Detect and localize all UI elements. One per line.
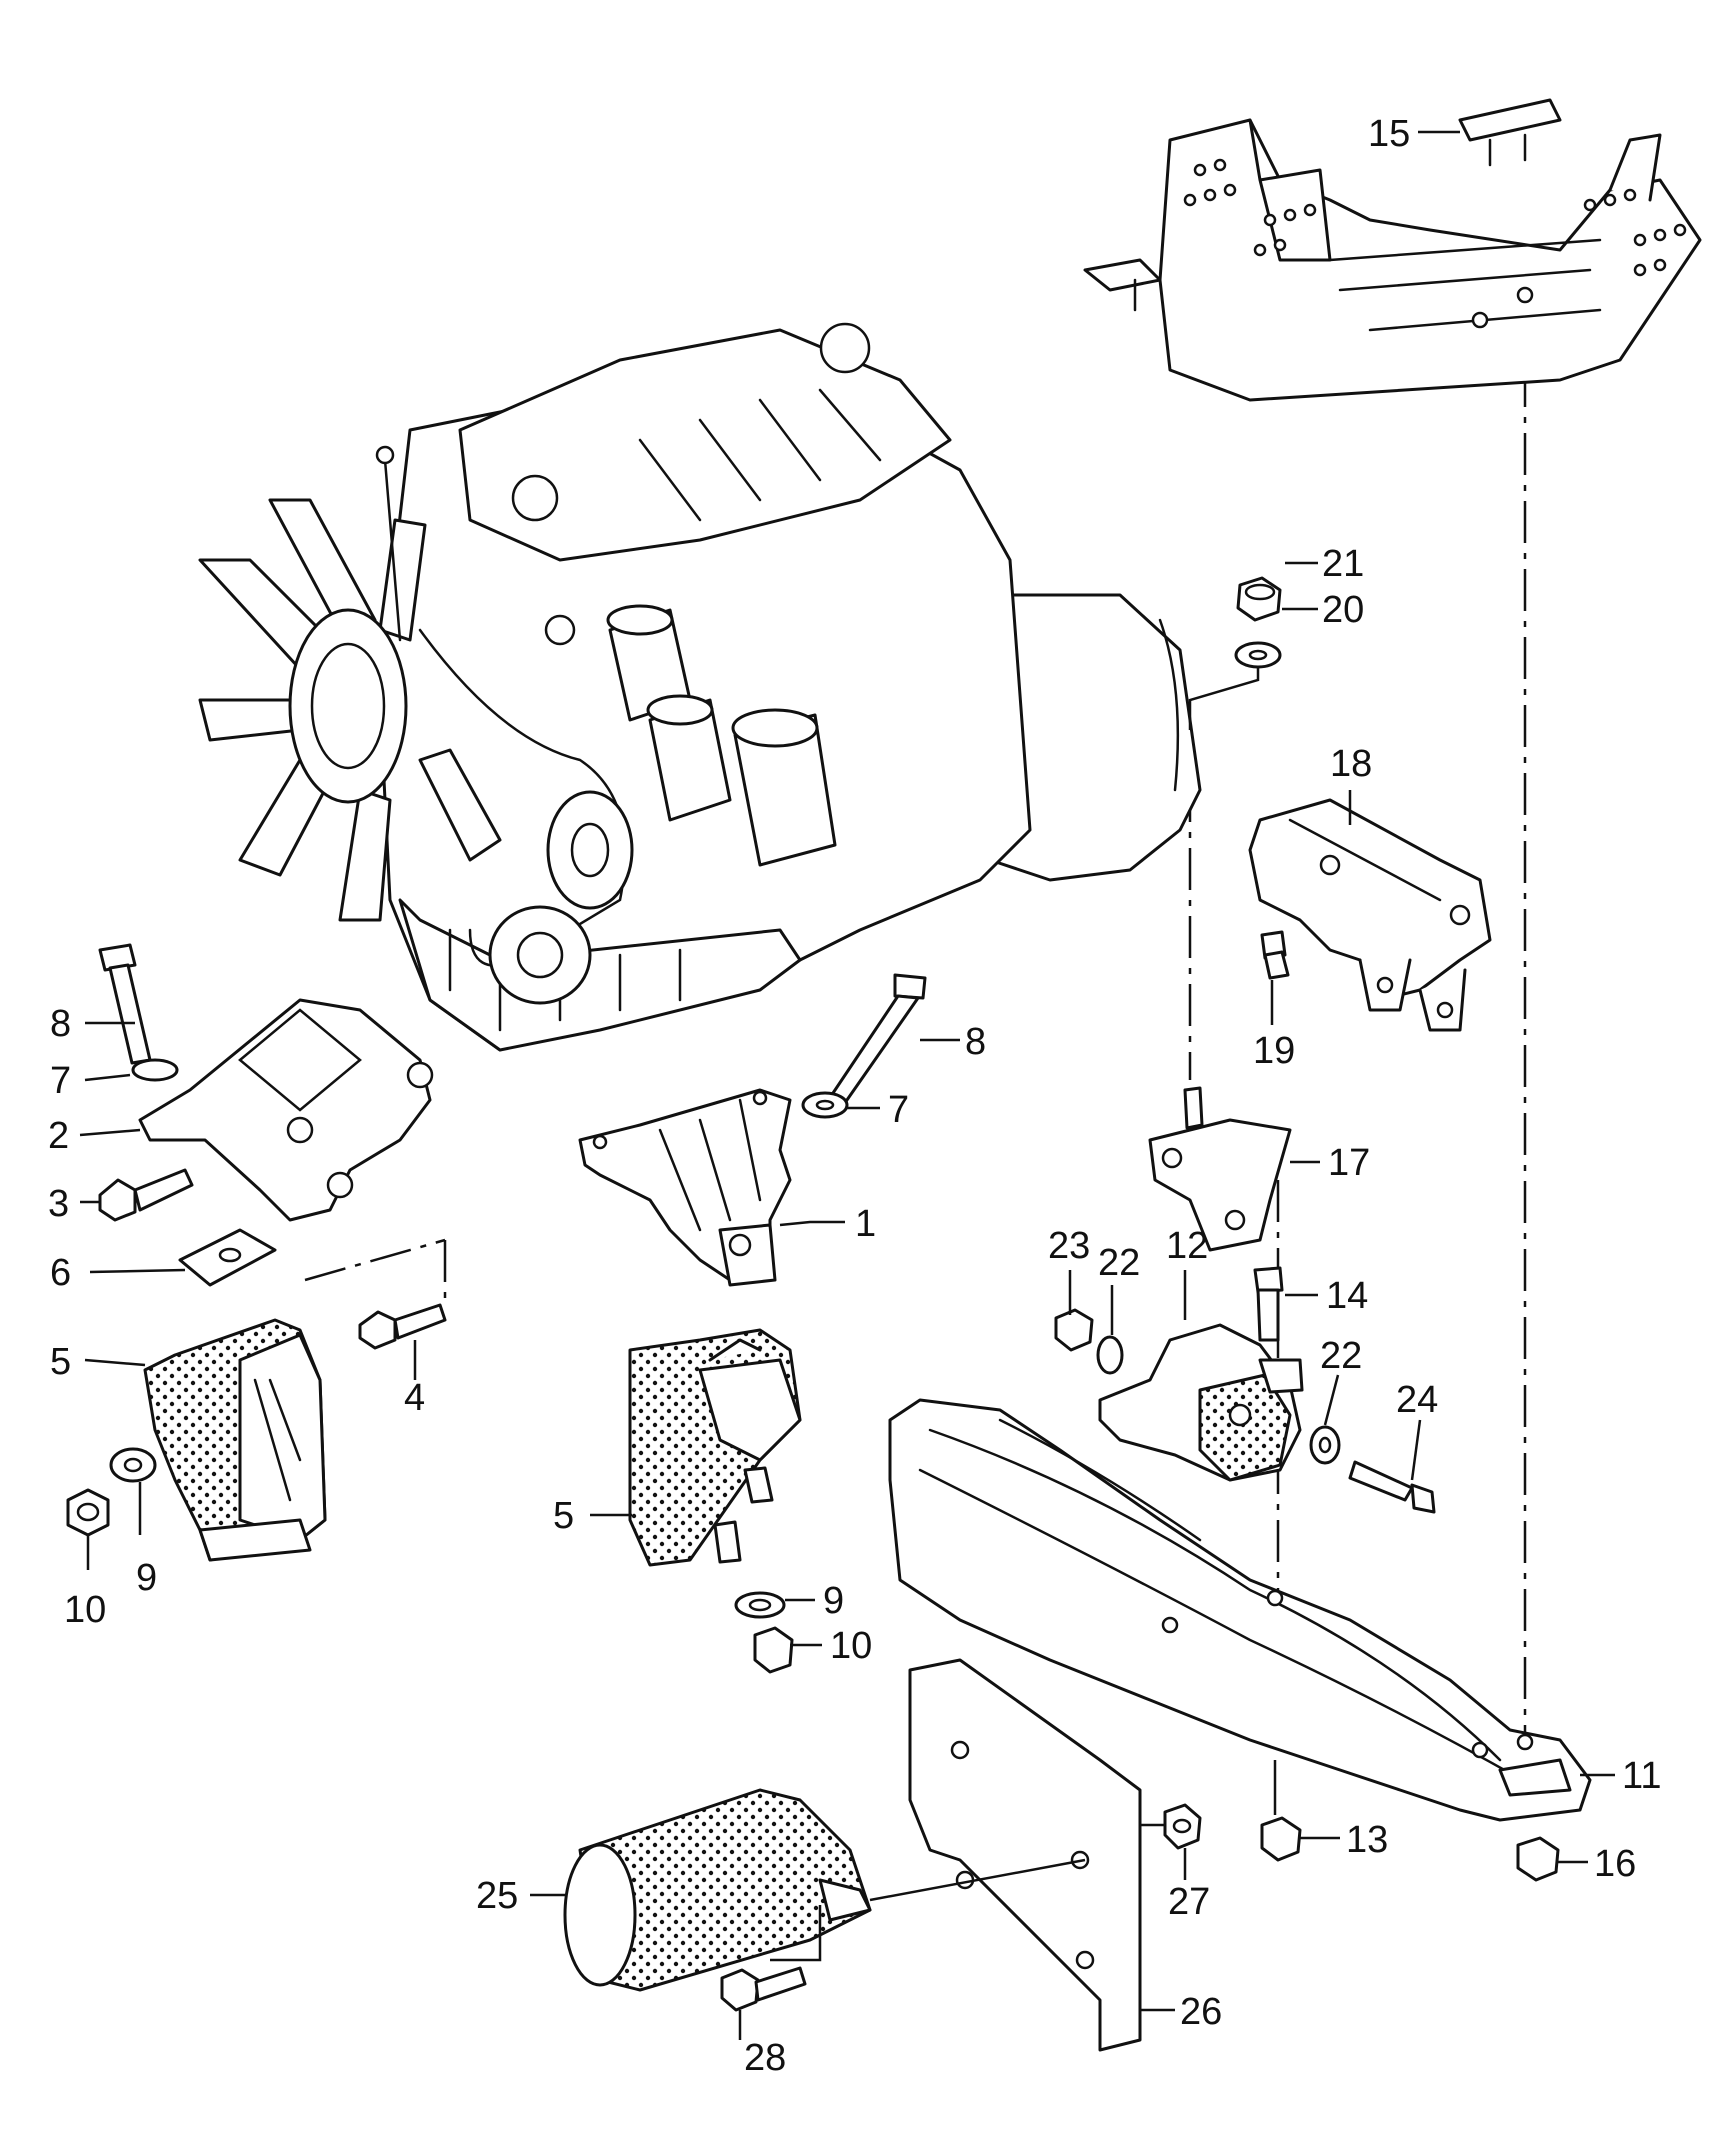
callout-19: 19: [1253, 1030, 1295, 1072]
nut-10-center: [753, 1626, 794, 1674]
mount-5-left: [143, 1318, 327, 1562]
bolt-14: [1253, 1266, 1284, 1342]
bracket-1: [578, 1088, 792, 1287]
callout-27: 27: [1168, 1881, 1210, 1923]
callout-22-right: 22: [1320, 1335, 1362, 1377]
callout-12: 12: [1166, 1225, 1208, 1267]
mount-12: [1098, 1323, 1304, 1482]
callout-15: 15: [1368, 113, 1410, 155]
washer-22-left: [1096, 1335, 1124, 1375]
callout-6: 6: [50, 1252, 71, 1294]
bolt-19: [1260, 930, 1290, 980]
upper-cross-support: [1083, 98, 1702, 402]
callout-25: 25: [476, 1875, 518, 1917]
callout-11: 11: [1622, 1755, 1661, 1797]
callout-14: 14: [1326, 1275, 1368, 1317]
leader-lines: [79, 130, 1615, 2040]
nut-10-left: [66, 1488, 110, 1537]
callout-9-left: 9: [136, 1557, 157, 1599]
callout-8-left: 8: [50, 1003, 71, 1045]
bolt-8-center: [823, 973, 927, 1112]
crossmember-11: [888, 1398, 1592, 1822]
washer-9-left: [109, 1447, 157, 1483]
callout-10-center: 10: [830, 1625, 872, 1667]
plate-26: [908, 1658, 1142, 2052]
mount-5-center: [628, 1328, 802, 1567]
callout-9-center: 9: [823, 1580, 844, 1622]
washer-22-right: [1309, 1425, 1341, 1465]
washer-20: [1234, 641, 1282, 669]
callout-4: 4: [404, 1377, 425, 1419]
callout-23: 23: [1048, 1225, 1090, 1267]
bolt-3: [98, 1168, 194, 1222]
callout-22-left: 22: [1098, 1242, 1140, 1284]
damper-25: [563, 1788, 872, 1992]
nut-13: [1260, 1816, 1302, 1862]
nut-27: [1163, 1803, 1202, 1850]
callout-8-center: 8: [965, 1021, 986, 1063]
engine-assembly: [198, 322, 1202, 1052]
callout-1: 1: [855, 1203, 876, 1245]
bracket-17: [1148, 1086, 1292, 1252]
callout-5-left: 5: [50, 1341, 71, 1383]
callout-10-left: 10: [64, 1589, 106, 1631]
callout-labels: 15 21 20 18 19 8 7 2 3 6 5 4 9 10 8 7 1 …: [48, 113, 1661, 2079]
bolt-4: [358, 1303, 447, 1350]
callout-28: 28: [744, 2037, 786, 2079]
bolt-28: [720, 1966, 807, 2012]
bolt-24: [1348, 1460, 1436, 1514]
callout-24: 24: [1396, 1379, 1438, 1421]
bracket-18: [1248, 798, 1492, 1032]
nut-21: [1236, 576, 1282, 622]
callout-7-center: 7: [888, 1089, 909, 1131]
nut-16: [1516, 1836, 1560, 1882]
callout-21: 21: [1322, 543, 1364, 585]
callout-18: 18: [1330, 743, 1372, 785]
washer-9-center: [734, 1591, 786, 1619]
bracket-2: [138, 998, 434, 1222]
callout-5-center: 5: [553, 1495, 574, 1537]
callout-13: 13: [1346, 1819, 1388, 1861]
bolt-8-left: [98, 943, 152, 1065]
callout-17: 17: [1328, 1142, 1370, 1184]
callout-20: 20: [1322, 589, 1364, 631]
washer-7-left: [131, 1058, 179, 1082]
callout-26: 26: [1180, 1991, 1222, 2033]
callout-7-left: 7: [50, 1060, 71, 1102]
nut-23: [1054, 1308, 1094, 1352]
washer-7-center: [801, 1091, 849, 1119]
callout-16: 16: [1594, 1843, 1636, 1885]
callout-3: 3: [48, 1183, 69, 1225]
plate-6: [178, 1228, 277, 1287]
callout-2: 2: [48, 1115, 69, 1157]
